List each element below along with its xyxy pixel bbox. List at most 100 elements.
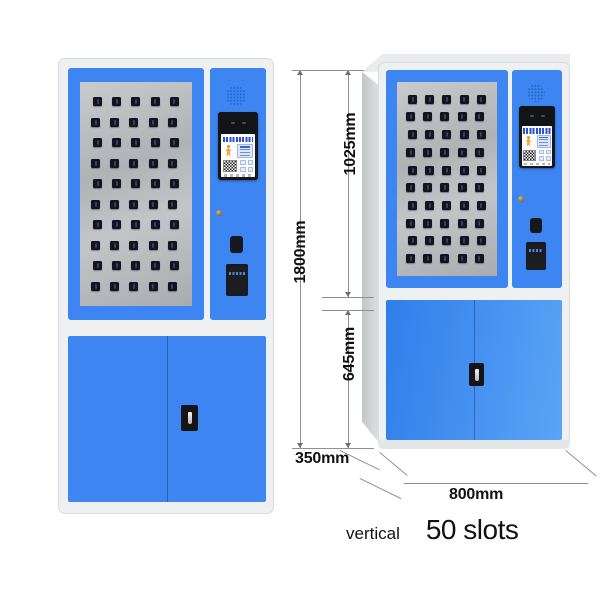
slot-cell[interactable] bbox=[459, 130, 469, 140]
screen-tile[interactable] bbox=[539, 149, 544, 155]
glass-door-perspective[interactable] bbox=[386, 70, 508, 288]
slot-cell[interactable] bbox=[423, 254, 433, 264]
slot-cell[interactable] bbox=[148, 199, 158, 209]
slot-cell[interactable] bbox=[423, 218, 433, 228]
slot-cell[interactable] bbox=[442, 201, 452, 211]
slot-cell[interactable] bbox=[457, 183, 467, 193]
slot-cell[interactable] bbox=[440, 183, 450, 193]
slot-cell[interactable] bbox=[91, 281, 101, 291]
slot-cell[interactable] bbox=[440, 147, 450, 157]
slot-cell[interactable] bbox=[110, 281, 120, 291]
slot-cell[interactable] bbox=[91, 199, 101, 209]
slot-cell[interactable] bbox=[440, 218, 450, 228]
slot-cell[interactable] bbox=[169, 261, 179, 271]
slot-cell[interactable] bbox=[425, 94, 435, 104]
slot-cell[interactable] bbox=[169, 179, 179, 189]
screen-tile[interactable] bbox=[545, 149, 551, 155]
slot-cell[interactable] bbox=[474, 112, 484, 122]
slot-cell[interactable] bbox=[91, 158, 101, 168]
slot-cell[interactable] bbox=[457, 218, 467, 228]
screen-tile[interactable] bbox=[239, 160, 246, 166]
slot-cell[interactable] bbox=[440, 254, 450, 264]
coin-slot-icon[interactable] bbox=[530, 218, 542, 233]
slot-cell[interactable] bbox=[476, 94, 486, 104]
slot-cell[interactable] bbox=[167, 158, 177, 168]
slot-cell[interactable] bbox=[169, 138, 179, 148]
slot-cell[interactable] bbox=[459, 165, 469, 175]
slot-cell[interactable] bbox=[93, 179, 103, 189]
slot-cell[interactable] bbox=[148, 240, 158, 250]
slot-cell[interactable] bbox=[110, 240, 120, 250]
slot-cell[interactable] bbox=[474, 254, 484, 264]
slot-cell[interactable] bbox=[167, 117, 177, 127]
slot-cell[interactable] bbox=[423, 183, 433, 193]
glass-door-front[interactable] bbox=[68, 68, 204, 320]
slot-cell[interactable] bbox=[476, 201, 486, 211]
slot-cell[interactable] bbox=[408, 94, 418, 104]
slot-cell[interactable] bbox=[148, 281, 158, 291]
slot-cell[interactable] bbox=[93, 220, 103, 230]
slot-cell[interactable] bbox=[425, 165, 435, 175]
slot-cell[interactable] bbox=[131, 179, 141, 189]
slot-cell[interactable] bbox=[423, 147, 433, 157]
slot-cell[interactable] bbox=[112, 138, 122, 148]
slot-cell[interactable] bbox=[131, 97, 141, 107]
panel-keyhole-icon[interactable] bbox=[518, 196, 524, 202]
slot-cell[interactable] bbox=[442, 130, 452, 140]
slot-cell[interactable] bbox=[129, 240, 139, 250]
slot-cell[interactable] bbox=[112, 220, 122, 230]
cabinet-door-lock-front[interactable] bbox=[181, 405, 198, 431]
screen-tile[interactable] bbox=[539, 156, 544, 161]
slot-cell[interactable] bbox=[129, 281, 139, 291]
slot-cell[interactable] bbox=[112, 261, 122, 271]
slot-cell[interactable] bbox=[131, 138, 141, 148]
slot-cell[interactable] bbox=[442, 165, 452, 175]
slot-cell[interactable] bbox=[476, 130, 486, 140]
slot-cell[interactable] bbox=[169, 220, 179, 230]
slot-cell[interactable] bbox=[91, 117, 101, 127]
slot-cell[interactable] bbox=[129, 199, 139, 209]
slot-cell[interactable] bbox=[408, 130, 418, 140]
screen-ui-front[interactable] bbox=[220, 134, 256, 178]
slot-cell[interactable] bbox=[476, 236, 486, 246]
coin-slot-icon[interactable] bbox=[230, 236, 243, 253]
qr-code-icon[interactable] bbox=[523, 149, 537, 161]
slot-cell[interactable] bbox=[457, 112, 467, 122]
slot-cell[interactable] bbox=[406, 183, 416, 193]
touchscreen-display-perspective[interactable] bbox=[519, 106, 555, 168]
slot-cell[interactable] bbox=[169, 97, 179, 107]
cabinet-door-lock-perspective[interactable] bbox=[469, 363, 484, 386]
slot-cell[interactable] bbox=[423, 112, 433, 122]
slot-cell[interactable] bbox=[459, 236, 469, 246]
slot-cell[interactable] bbox=[425, 236, 435, 246]
slot-cell[interactable] bbox=[129, 117, 139, 127]
slot-cell[interactable] bbox=[112, 97, 122, 107]
screen-tile[interactable] bbox=[247, 160, 254, 166]
slot-cell[interactable] bbox=[425, 201, 435, 211]
slot-cell[interactable] bbox=[148, 158, 158, 168]
slot-cell[interactable] bbox=[457, 254, 467, 264]
slot-cell[interactable] bbox=[459, 201, 469, 211]
card-dispenser-front[interactable] bbox=[226, 264, 248, 296]
slot-cell[interactable] bbox=[148, 117, 158, 127]
slot-cell[interactable] bbox=[167, 281, 177, 291]
slot-cell[interactable] bbox=[167, 199, 177, 209]
slot-cell[interactable] bbox=[408, 165, 418, 175]
slot-cell[interactable] bbox=[150, 97, 160, 107]
slot-cell[interactable] bbox=[167, 240, 177, 250]
screen-tile[interactable] bbox=[247, 167, 254, 173]
slot-cell[interactable] bbox=[150, 220, 160, 230]
slot-cell[interactable] bbox=[131, 261, 141, 271]
screen-tile[interactable] bbox=[239, 167, 246, 173]
slot-cell[interactable] bbox=[110, 117, 120, 127]
slot-cell[interactable] bbox=[474, 147, 484, 157]
slot-cell[interactable] bbox=[459, 94, 469, 104]
slot-cell[interactable] bbox=[91, 240, 101, 250]
touchscreen-display-front[interactable] bbox=[218, 112, 258, 180]
slot-cell[interactable] bbox=[406, 218, 416, 228]
slot-cell[interactable] bbox=[110, 199, 120, 209]
slot-cell[interactable] bbox=[474, 183, 484, 193]
slot-cell[interactable] bbox=[442, 94, 452, 104]
slot-cell[interactable] bbox=[150, 261, 160, 271]
slot-cell[interactable] bbox=[440, 112, 450, 122]
